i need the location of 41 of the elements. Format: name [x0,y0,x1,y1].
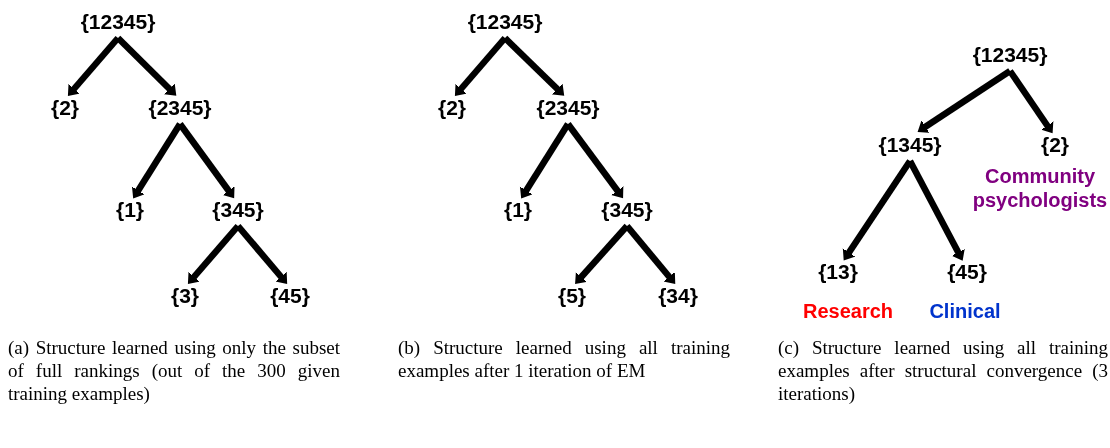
set-label: {45} [947,260,987,284]
arrow [130,122,183,198]
set-label: {12345} [80,10,156,34]
arrow [115,35,176,96]
set-label: {13} [818,260,858,284]
arrow [518,122,571,198]
arrow [624,223,676,284]
set-label: {45} [270,284,310,308]
set-label: {2345} [148,96,212,120]
set-label: {34} [658,284,698,308]
set-label: {345} [601,198,653,222]
group-label: Community psychologists [971,164,1109,212]
set-label: {2} [51,96,79,120]
set-label: {3} [171,284,199,308]
group-label: Research [802,299,894,323]
group-label: Clinical [929,299,1001,323]
set-label: {2} [1041,133,1069,157]
arrow [68,35,121,96]
arrow [841,159,913,260]
arrow [565,122,624,198]
arrow [455,35,508,96]
arrow [918,68,1012,135]
arrow [177,122,235,198]
arrow [575,223,630,284]
arrow [502,35,564,96]
caption: (b) Structure learned using all training examples after 1 iteration of EM [398,336,730,383]
set-label: {5} [558,284,586,308]
set-label: {345} [212,198,264,222]
arrow [235,223,287,284]
arrow [907,159,968,260]
set-label: {12345} [467,10,543,34]
set-label: {1345} [878,133,942,157]
set-label: {1} [504,198,532,222]
set-label: {12345} [972,43,1048,67]
arrow [1007,69,1055,133]
set-label: {1} [116,198,144,222]
set-label: {2345} [536,96,600,120]
caption: (c) Structure learned using all training examples after structural convergence (3 iterations) [778,336,1108,406]
caption: (a) Structure learned using only the subset of full rankings (out of the 300 given training examples) [8,336,340,406]
arrow [188,223,241,284]
set-label: {2} [438,96,466,120]
